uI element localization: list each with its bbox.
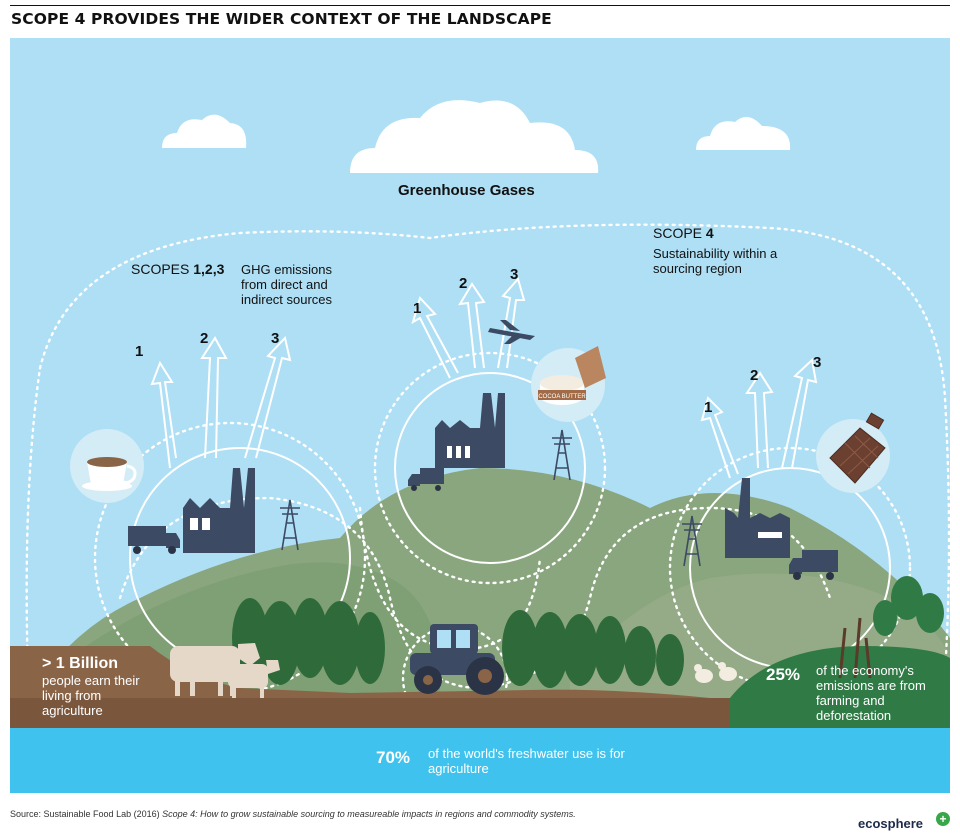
- source-prefix: Source: Sustainable Food Lab (2016): [10, 809, 163, 819]
- scope4-number: 4: [705, 225, 714, 241]
- cloud-icon: [350, 100, 599, 173]
- arrow-2-right: [745, 371, 774, 469]
- arrow-1-left: [150, 360, 177, 469]
- pylon-icon: [280, 499, 300, 551]
- stat-water-text: of the world's freshwater use is for agr…: [428, 746, 625, 776]
- arrow-1-center: [411, 296, 459, 379]
- arrow-3-center: [497, 276, 526, 369]
- arrow-number-2-right: 2: [750, 367, 759, 384]
- forest-right: [730, 646, 950, 738]
- tree-icon: [873, 576, 944, 636]
- scopes-123-description: GHG emissions from direct and indirect s…: [241, 262, 333, 307]
- greenhouse-gases-label: Greenhouse Gases: [398, 182, 535, 199]
- title-rule: [10, 5, 950, 6]
- factory-icon: [435, 393, 505, 468]
- pylon-icon: [552, 429, 572, 481]
- arrow-number-2-center: 2: [459, 275, 468, 292]
- truck-icon: [408, 468, 444, 491]
- water: [10, 728, 950, 793]
- scopes-numbers: 1,2,3: [193, 261, 225, 277]
- truck-icon: [789, 550, 838, 580]
- arrow-number-1-center: 1: [413, 300, 422, 317]
- scope-4-heading: SCOPE 4: [653, 225, 714, 241]
- airplane-icon: [488, 320, 535, 344]
- scope-4-description: Sustainability within a sourcing region: [653, 246, 778, 276]
- ecosphere-logo: ecosphere: [858, 816, 924, 831]
- landscape-scene: COCOA BUTTER: [10, 38, 951, 802]
- stat-billion-text: people earn their living from agricultur…: [42, 673, 140, 718]
- scopes-label: SCOPES: [131, 261, 190, 277]
- scope4-label: SCOPE: [653, 225, 703, 241]
- arrow-number-3-center: 3: [510, 266, 519, 283]
- source-citation: Source: Sustainable Food Lab (2016) Scop…: [10, 809, 576, 819]
- ecosphere-plus-icon: +: [936, 812, 950, 826]
- factory-icon: [183, 468, 255, 553]
- source-title: Scope 4: How to grow sustainable sourcin…: [162, 809, 576, 819]
- cloud-icon: [696, 116, 791, 150]
- pylon-icon: [682, 515, 702, 567]
- stat-water-headline: 70%: [376, 748, 411, 767]
- cloud-icon: [162, 114, 247, 148]
- scopes-123-heading: SCOPES 1,2,3: [131, 261, 224, 277]
- arrow-3-right: [781, 358, 818, 469]
- soil-band: [10, 698, 770, 728]
- scope-ring-center: [373, 351, 607, 585]
- factory-icon: [725, 478, 790, 558]
- cow-icon: [170, 643, 260, 696]
- tractor-icon: [410, 624, 504, 695]
- cow-icon: [228, 660, 280, 698]
- arrow-2-center: [458, 282, 486, 369]
- arrow-3-left: [244, 335, 292, 459]
- arrow-number-3-right: 3: [813, 354, 822, 371]
- chicken-icon: [694, 662, 737, 683]
- truck-icon: [128, 526, 180, 554]
- arrow-1-right: [700, 396, 739, 479]
- cocoa-butter-label: COCOA BUTTER: [538, 394, 586, 400]
- arrow-number-2-left: 2: [200, 330, 209, 347]
- arrow-number-3-left: 3: [271, 330, 280, 347]
- arrow-number-1-right: 1: [704, 399, 713, 416]
- arrow-number-1-left: 1: [135, 343, 144, 360]
- arrow-2-left: [200, 336, 228, 459]
- stat-emissions-text: of the economy's emissions are from farm…: [816, 663, 926, 723]
- stat-emissions-headline: 25%: [766, 665, 801, 684]
- page-title: SCOPE 4 PROVIDES THE WIDER CONTEXT OF TH…: [11, 10, 552, 28]
- stat-billion-headline: > 1 Billion: [42, 655, 119, 672]
